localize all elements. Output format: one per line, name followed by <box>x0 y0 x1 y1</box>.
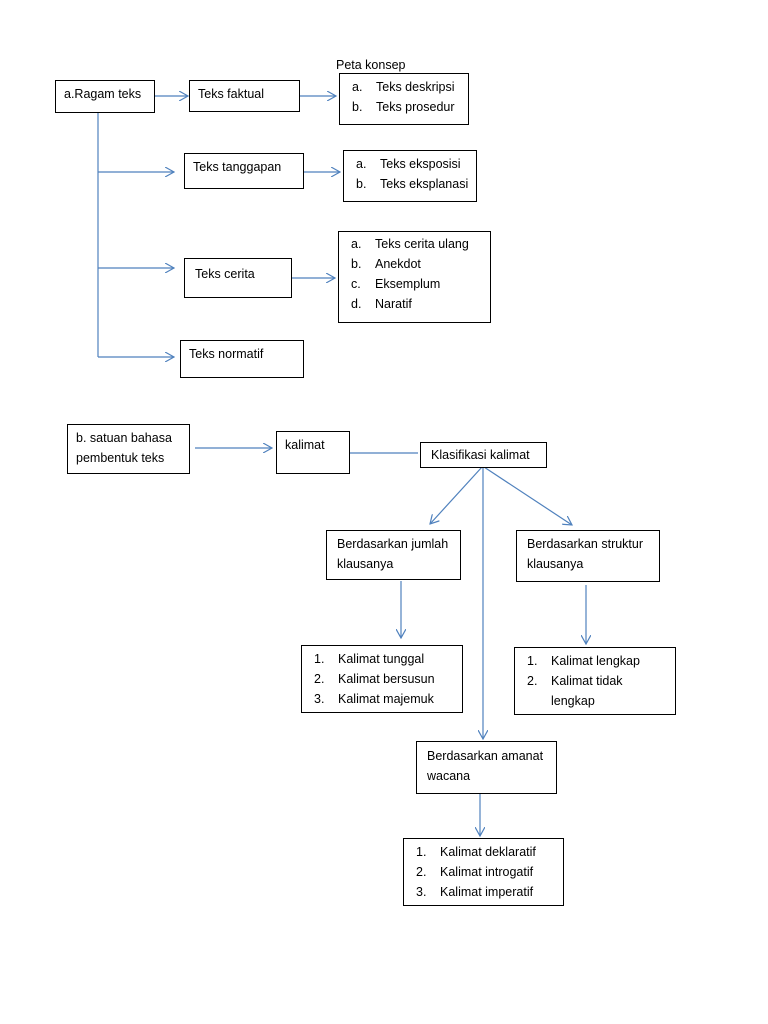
kalimat-box: kalimat <box>276 431 350 474</box>
ragam-teks-label: a.Ragam teks <box>64 87 142 101</box>
list-item: b.Anekdot <box>351 257 421 271</box>
struktur-klausa-label: Berdasarkan struktur klausanya <box>527 537 644 571</box>
struktur-klausa-list-box: 1.Kalimat lengkap 2.Kalimat tidak lengka… <box>514 647 676 715</box>
list-item: b.Teks prosedur <box>352 100 455 114</box>
teks-faktual-label: Teks faktual <box>198 87 265 101</box>
jumlah-klausa-box: Berdasarkan jumlah klausanya <box>326 530 461 580</box>
peta-konsep-heading: Peta konsep <box>336 58 406 72</box>
amanat-wacana-label: Berdasarkan amanat wacana <box>427 749 544 783</box>
teks-tanggapan-label: Teks tanggapan <box>193 160 282 174</box>
teks-faktual-box: Teks faktual <box>189 80 300 112</box>
list-item: 2.Kalimat bersusun <box>314 672 435 686</box>
list-item: 1.Kalimat deklaratif <box>416 845 536 859</box>
klasifikasi-kalimat-box: Klasifikasi kalimat <box>420 442 547 468</box>
teks-cerita-label: Teks cerita <box>195 267 255 281</box>
arrow-klasifikasi-to-left <box>430 466 483 524</box>
teks-tanggapan-box: Teks tanggapan <box>184 153 304 189</box>
list-item: 3.Kalimat imperatif <box>416 885 534 899</box>
jumlah-klausa-list-box: 1.Kalimat tunggal 2.Kalimat bersusun 3.K… <box>301 645 463 713</box>
teks-normatif-label: Teks normatif <box>189 347 264 361</box>
satuan-bahasa-box: b. satuan bahasa pembentuk teks <box>67 424 190 474</box>
jumlah-klausa-label: Berdasarkan jumlah klausanya <box>337 537 449 571</box>
list-item: d.Naratif <box>351 297 412 311</box>
list-item: a.Teks eksposisi <box>356 157 461 171</box>
list-item: 2.Kalimat tidak lengkap <box>527 674 623 708</box>
list-item: a.Teks cerita ulang <box>351 237 469 251</box>
ragam-teks-box: a.Ragam teks <box>55 80 155 113</box>
amanat-wacana-list-box: 1.Kalimat deklaratif 2.Kalimat introgati… <box>403 838 564 906</box>
tanggapan-list-box: a.Teks eksposisi b.Teks eksplanasi <box>343 150 477 202</box>
list-item: 1.Kalimat lengkap <box>527 654 640 668</box>
kalimat-label: kalimat <box>285 438 325 452</box>
faktual-list-box: a.Teks deskripsi b.Teks prosedur <box>339 73 469 125</box>
list-item: c.Eksemplum <box>351 277 441 291</box>
list-item: 3.Kalimat majemuk <box>314 692 434 706</box>
list-item: b.Teks eksplanasi <box>356 177 469 191</box>
klasifikasi-kalimat-label: Klasifikasi kalimat <box>431 448 530 462</box>
list-item: 1.Kalimat tunggal <box>314 652 425 666</box>
teks-normatif-box: Teks normatif <box>180 340 304 378</box>
amanat-wacana-box: Berdasarkan amanat wacana <box>416 741 557 794</box>
arrow-klasifikasi-to-right <box>483 466 572 525</box>
struktur-klausa-box: Berdasarkan struktur klausanya <box>516 530 660 582</box>
cerita-list-box: a.Teks cerita ulang b.Anekdot c.Eksemplu… <box>338 231 491 323</box>
list-item: 2.Kalimat introgatif <box>416 865 534 879</box>
satuan-bahasa-label: b. satuan bahasa pembentuk teks <box>76 431 172 465</box>
list-item: a.Teks deskripsi <box>352 80 455 94</box>
teks-cerita-box: Teks cerita <box>184 258 292 298</box>
